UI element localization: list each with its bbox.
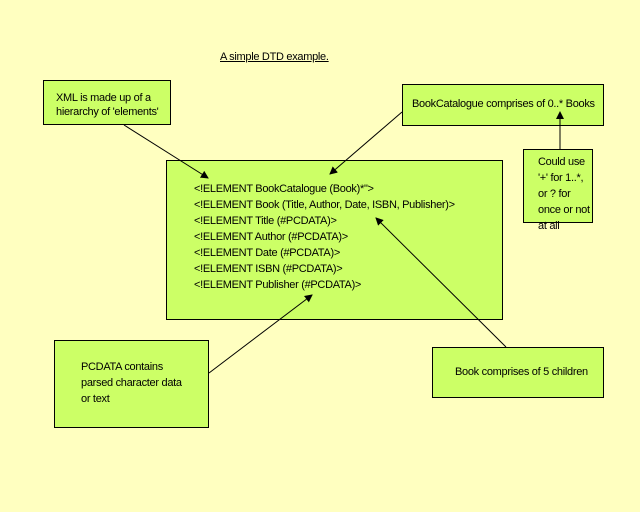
could-use-callout-text: Could use '+' for 1..*, or ? for once or…: [538, 156, 590, 232]
catalogue-callout-text: BookCatalogue comprises of 0..* Books: [412, 98, 595, 110]
dtd-line: <!ELEMENT Book (Title, Author, Date, ISB…: [194, 199, 455, 211]
dtd-code: <!ELEMENT BookCatalogue (Book)*"> <!ELEM…: [194, 181, 455, 293]
dtd-line: <!ELEMENT ISBN (#PCDATA)>: [194, 263, 343, 275]
could-use-callout: Could use '+' for 1..*, or ? for once or…: [523, 149, 593, 232]
xml-callout: XML is made up of a hierarchy of 'elemen…: [43, 80, 171, 125]
xml-callout-text: XML is made up of a hierarchy of 'elemen…: [56, 92, 159, 118]
pcdata-callout: PCDATA contains parsed character data or…: [54, 340, 209, 428]
book-children-callout: Book comprises of 5 children: [432, 347, 604, 398]
dtd-line: <!ELEMENT Title (#PCDATA)>: [194, 215, 337, 227]
dtd-line: <!ELEMENT Author (#PCDATA)>: [194, 231, 348, 243]
pcdata-callout-text: PCDATA contains parsed character data or…: [81, 361, 182, 405]
dtd-line: <!ELEMENT Publisher (#PCDATA)>: [194, 279, 362, 291]
dtd-line: <!ELEMENT BookCatalogue (Book)*">: [194, 183, 374, 195]
dtd-line: <!ELEMENT Date (#PCDATA)>: [194, 247, 340, 259]
dtd-code-box: <!ELEMENT BookCatalogue (Book)*"> <!ELEM…: [166, 160, 503, 320]
diagram-title: A simple DTD example.: [220, 51, 329, 63]
book-children-callout-text: Book comprises of 5 children: [455, 366, 588, 378]
catalogue-callout: BookCatalogue comprises of 0..* Books: [402, 84, 604, 126]
